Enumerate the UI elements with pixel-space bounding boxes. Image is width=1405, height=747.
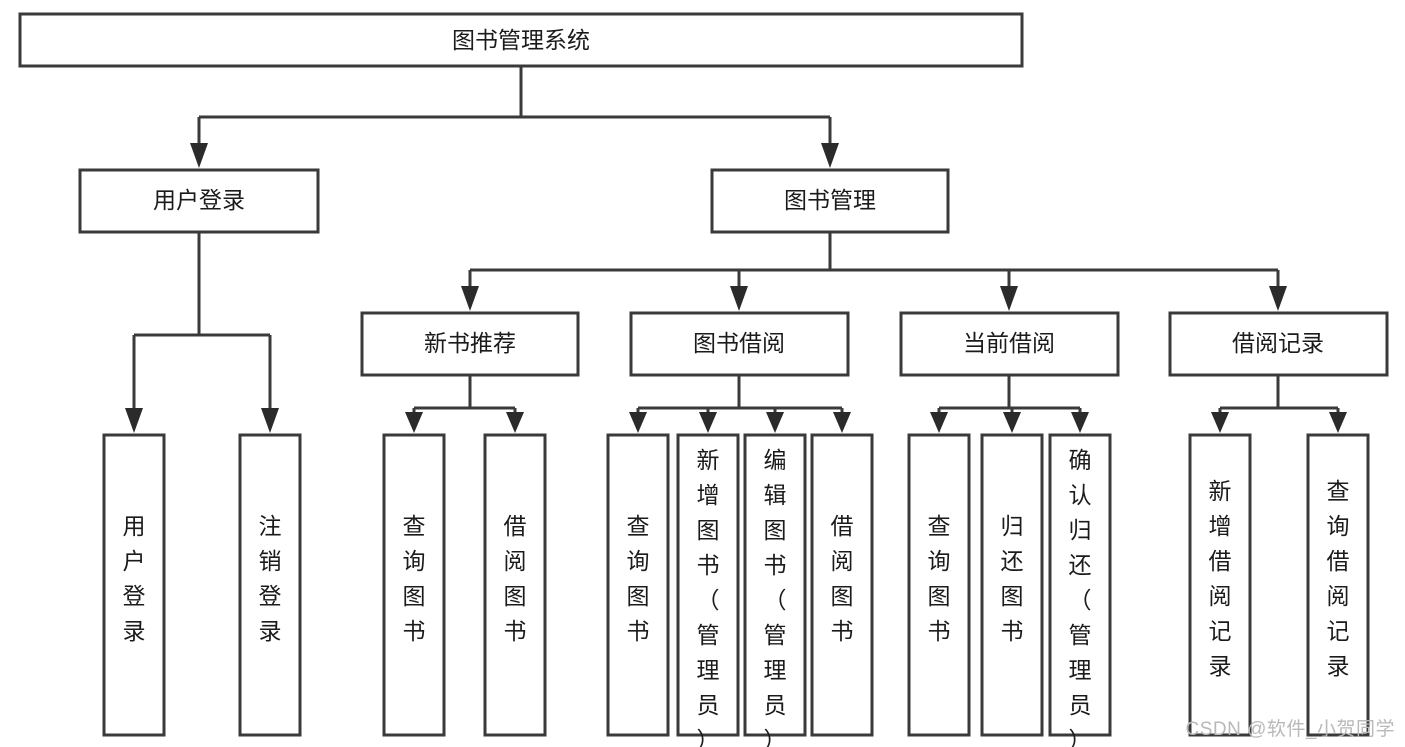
leaf-node[interactable]: 新增图书（管理员） (676, 433, 740, 747)
arrowhead-borrow-record (1269, 286, 1287, 311)
arrowhead-leaf-edit-book (766, 412, 784, 433)
node-new-book-recommend-label: 新书推荐 (424, 330, 516, 356)
leaf-node-label: 新增借阅记录 (1209, 478, 1232, 679)
node-root-box[interactable] (18, 12, 1024, 68)
node-current-borrow-box[interactable] (899, 311, 1120, 377)
leaf-node-label: 查询借阅记录 (1327, 478, 1350, 679)
leaf-node-box[interactable] (238, 433, 302, 737)
node-new-book-recommend-box[interactable] (360, 311, 580, 377)
arrowhead-book-borrow (730, 286, 748, 311)
leaf-node-box[interactable] (907, 433, 971, 737)
node-new-book-recommend[interactable]: 新书推荐 (360, 311, 580, 377)
leaf-node[interactable]: 借阅图书 (483, 433, 547, 737)
leaf-node-box[interactable] (1306, 433, 1370, 737)
arrowhead-leaf-query-book-1 (405, 412, 423, 433)
node-book-management-box[interactable] (710, 168, 950, 234)
arrowhead-current-borrow (1000, 286, 1018, 311)
leaf-node-box[interactable] (1048, 433, 1112, 737)
arrowhead-leaf-borrow-book-2 (833, 412, 851, 433)
leaf-node-label: 查询图书 (627, 513, 650, 644)
leaf-node[interactable]: 注销登录 (238, 433, 302, 737)
leaf-node-box[interactable] (676, 433, 740, 737)
node-current-borrow[interactable]: 当前借阅 (899, 311, 1120, 377)
leaf-node[interactable]: 归还图书 (980, 433, 1044, 737)
node-book-borrow-box[interactable] (629, 311, 850, 377)
leaf-node[interactable]: 确认归还（管理员） (1048, 433, 1112, 747)
node-user-login-label: 用户登录 (153, 187, 245, 213)
arrowhead-leaf-confirm-return (1071, 412, 1089, 433)
leaf-node-layer: 用户登录 注销登录 查询图书 借阅图书 查询图书 新增图书（管理员） 编辑图书（管理员） 借阅… (102, 433, 1370, 747)
node-root-system[interactable]: 图书管理系统 (18, 12, 1024, 68)
node-current-borrow-label: 当前借阅 (963, 330, 1055, 356)
node-user-login-box[interactable] (78, 168, 320, 234)
leaf-node-label: 新增图书（管理员） (697, 447, 720, 747)
leaf-node[interactable]: 查询借阅记录 (1306, 433, 1370, 737)
leaf-node-label: 查询图书 (928, 513, 951, 644)
connector-layer (125, 66, 1347, 433)
arrowhead-leaf-query-book-2 (629, 412, 647, 433)
leaf-node-box[interactable] (483, 433, 547, 737)
arrowhead-leaf-add-book (699, 412, 717, 433)
arrowhead-leaf-user-login (125, 408, 143, 433)
arrowhead-book-manage (821, 143, 839, 168)
leaf-node-label: 查询图书 (403, 513, 426, 644)
arrowhead-leaf-borrow-book-1 (506, 412, 524, 433)
arrowhead-user-login (190, 143, 208, 168)
leaf-node[interactable]: 查询图书 (382, 433, 446, 737)
node-book-management-label: 图书管理 (784, 187, 876, 213)
leaf-node[interactable]: 查询图书 (907, 433, 971, 737)
arrowhead-leaf-add-record (1211, 412, 1229, 433)
node-borrow-record-label: 借阅记录 (1232, 330, 1324, 356)
leaf-node-label: 确认归还（管理员） (1069, 447, 1092, 747)
leaf-node-box[interactable] (810, 433, 874, 737)
node-book-borrow[interactable]: 图书借阅 (629, 311, 850, 377)
csdn-watermark: CSDN @软件_小贺同学 (1185, 719, 1395, 740)
leaf-node[interactable]: 借阅图书 (810, 433, 874, 737)
leaf-node-label: 归还图书 (1001, 513, 1024, 644)
leaf-node-label: 注销登录 (259, 513, 282, 644)
arrowhead-new-book-rec (461, 286, 479, 311)
leaf-node[interactable]: 用户登录 (102, 433, 166, 737)
node-borrow-record-box[interactable] (1168, 311, 1389, 377)
leaf-node-label: 借阅图书 (831, 513, 854, 644)
leaf-node-label: 借阅图书 (504, 513, 527, 644)
leaf-node-box[interactable] (743, 433, 807, 737)
arrowhead-leaf-return-book (1003, 412, 1021, 433)
leaf-node-label: 用户登录 (123, 513, 146, 644)
leaf-node[interactable]: 编辑图书（管理员） (743, 433, 807, 747)
node-user-login[interactable]: 用户登录 (78, 168, 320, 234)
leaf-node-box[interactable] (102, 433, 166, 737)
arrowhead-leaf-query-record (1329, 412, 1347, 433)
leaf-node-label: 编辑图书（管理员） (764, 447, 787, 747)
leaf-node[interactable]: 新增借阅记录 (1188, 433, 1252, 737)
leaf-node-box[interactable] (382, 433, 446, 737)
arrowhead-leaf-logout (261, 408, 279, 433)
leaf-node-box[interactable] (606, 433, 670, 737)
node-root-label: 图书管理系统 (452, 27, 590, 53)
leaf-node[interactable]: 查询图书 (606, 433, 670, 737)
leaf-node-box[interactable] (1188, 433, 1252, 737)
leaf-node-box[interactable] (980, 433, 1044, 737)
arrowhead-leaf-query-book-3 (930, 412, 948, 433)
node-borrow-record[interactable]: 借阅记录 (1168, 311, 1389, 377)
node-book-borrow-label: 图书借阅 (693, 330, 785, 356)
node-book-management[interactable]: 图书管理 (710, 168, 950, 234)
